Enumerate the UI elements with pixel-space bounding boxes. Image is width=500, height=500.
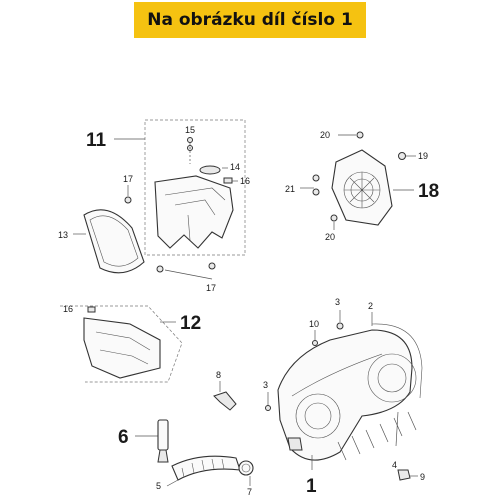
callout-4: 4: [392, 460, 397, 470]
callout-15: 15: [185, 125, 195, 135]
callout-20-top: 20: [320, 130, 330, 140]
banner-title: Na obrázku díl číslo 1: [147, 10, 353, 30]
callout-20-bottom: 20: [325, 232, 335, 242]
bolt-set-4: [337, 411, 417, 461]
callout-16-left: 16: [63, 304, 73, 314]
callout-18: 18: [418, 181, 439, 202]
shroud-group-12: [60, 305, 183, 383]
clip-16-top: [223, 177, 233, 184]
callout-14: 14: [230, 162, 240, 172]
callout-5: 5: [156, 481, 161, 491]
callout-10: 10: [309, 319, 319, 329]
callout-2: 2: [368, 301, 373, 311]
callout-9: 9: [420, 472, 425, 482]
callout-3-top: 3: [335, 297, 340, 307]
shroud-12-part: [83, 317, 161, 379]
group-12-box: [60, 305, 183, 383]
clip-8: [213, 391, 237, 411]
callout-16-top: 16: [240, 176, 250, 186]
gasket-13: [73, 209, 145, 274]
callout-17-left: 17: [123, 174, 133, 184]
callout-11: 11: [86, 130, 107, 151]
callout-13: 13: [58, 230, 68, 240]
washer-9: [397, 469, 411, 481]
cap-14: [199, 165, 221, 175]
callout-3-left: 3: [263, 380, 268, 390]
gasket-13-outer: [83, 209, 145, 274]
small-parts-left: [135, 381, 254, 487]
callout-1: 1: [306, 476, 317, 497]
group-11-box: [144, 119, 246, 256]
callout-8: 8: [216, 370, 221, 380]
shroud-11-part: [154, 175, 234, 249]
shroud-group-11: [114, 119, 246, 280]
crankcase-cover-1: [265, 310, 423, 481]
callout-12: 12: [180, 313, 201, 334]
callout-7: 7: [247, 487, 252, 497]
title-banner: Na obrázku díl číslo 1: [134, 2, 366, 38]
callout-19: 19: [418, 151, 428, 161]
clamp-7: [238, 460, 254, 476]
callout-17-bottom: 17: [206, 283, 216, 293]
connector-6: [157, 419, 169, 451]
callout-21: 21: [285, 184, 295, 194]
callout-6: 6: [118, 427, 129, 448]
fan-cover-group-18: [300, 131, 416, 230]
